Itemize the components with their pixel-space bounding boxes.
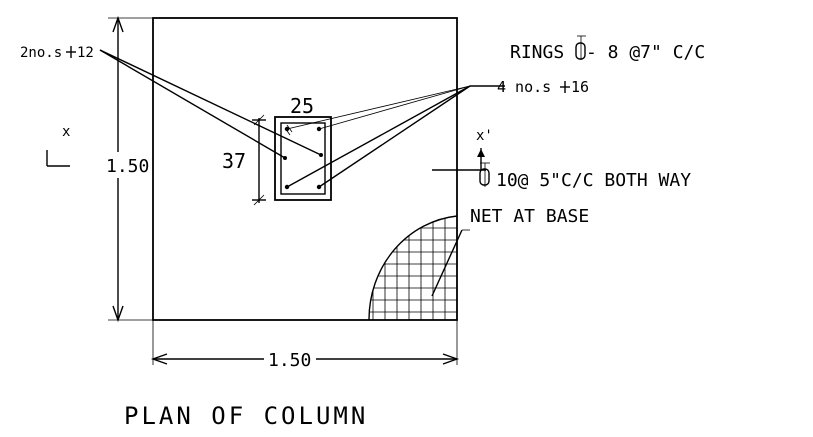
axis-x-marker (46, 150, 70, 167)
label-rings-spec: - 8 @7" C/C (586, 42, 705, 63)
column-section (274, 116, 332, 201)
mesh-arc (368, 215, 458, 321)
bar-dia-symbol-12 (66, 46, 76, 58)
label-2-bars-dia: 12 (77, 45, 94, 61)
label-2-bars: 2no.s (20, 45, 62, 61)
leader-net (431, 229, 470, 297)
label-4-bars-dia: 16 (571, 78, 589, 96)
label-4-bars: 4 no.s (497, 78, 551, 96)
label-net-at-base: NET AT BASE (470, 206, 589, 227)
footing-outline (152, 17, 458, 321)
label-mesh-spec: 10@ 5"C/C BOTH WAY (496, 170, 691, 191)
horizontal-dimension (150, 320, 460, 370)
label-rings: RINGS (510, 42, 564, 63)
label-axis-x: x (62, 124, 70, 140)
drawing-title: PLAN OF COLUMN (124, 402, 368, 430)
dim-vertical-label: 1.50 (106, 156, 149, 177)
bar-dia-symbol-16 (560, 81, 570, 93)
column-depth-label: 37 (222, 149, 246, 173)
axis-x-prime-marker (432, 148, 486, 171)
ring-dia-symbol (575, 35, 586, 60)
label-axis-x-prime: x' (476, 128, 493, 144)
mesh-dia-symbol (479, 162, 490, 187)
vertical-dimension (106, 15, 153, 323)
leader-2-bars (99, 49, 322, 159)
dim-horizontal-label: 1.50 (268, 350, 311, 371)
column-width-label: 25 (290, 94, 314, 118)
leader-4-bars (286, 85, 505, 188)
